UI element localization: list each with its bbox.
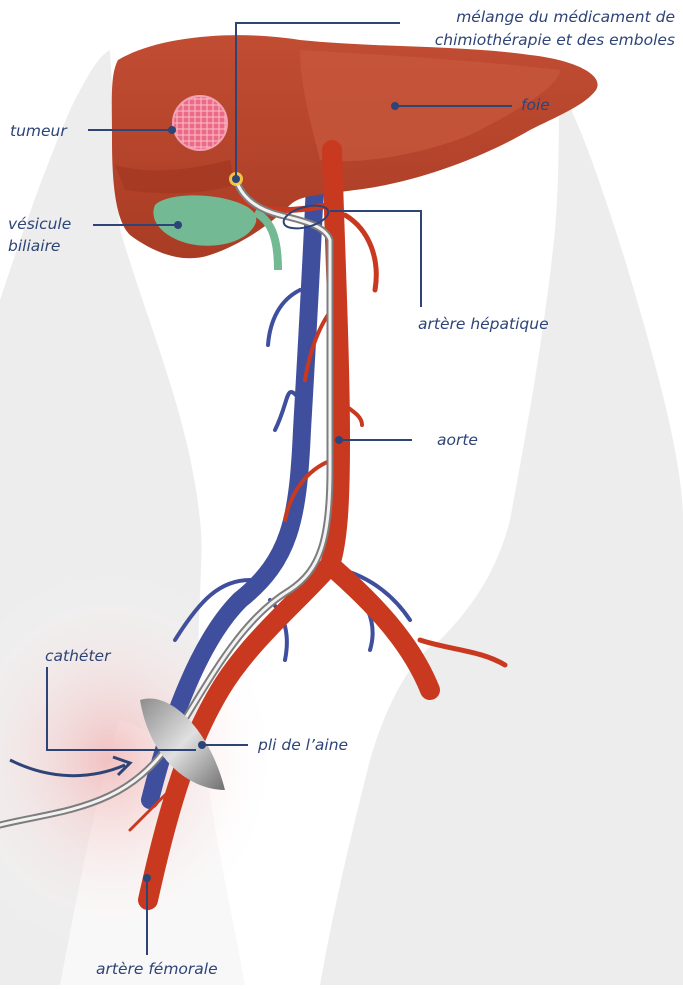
label-gallbladder-line2: biliaire xyxy=(8,236,60,257)
tumor xyxy=(173,96,227,150)
label-liver: foie xyxy=(521,95,550,116)
label-femoral-artery: artère fémorale xyxy=(96,959,218,980)
label-aorta: aorte xyxy=(437,430,478,451)
label-mixture-line1: mélange du médicament de xyxy=(400,7,675,28)
body-silhouette-right xyxy=(320,90,683,985)
label-mixture-line2: chimiothérapie et des emboles xyxy=(380,30,675,51)
label-groin-fold: pli de l’aine xyxy=(258,735,348,756)
label-hepatic-artery: artère hépatique xyxy=(418,314,549,335)
label-gallbladder-line1: vésicule xyxy=(8,214,71,235)
label-catheter: cathéter xyxy=(45,646,110,667)
label-tumor: tumeur xyxy=(10,121,67,142)
